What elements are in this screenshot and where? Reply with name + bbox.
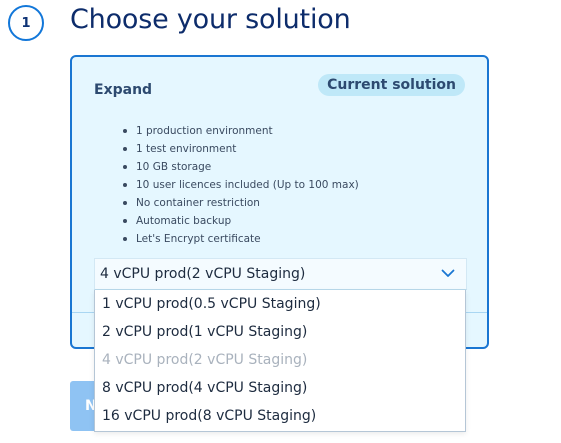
feature-item: Let's Encrypt certificate xyxy=(122,230,359,248)
vcpu-options-dropdown: 1 vCPU prod(0.5 vCPU Staging) 2 vCPU pro… xyxy=(94,290,466,432)
feature-item: No container restriction xyxy=(122,194,359,212)
plan-name: Expand xyxy=(94,82,153,98)
chevron-down-icon[interactable] xyxy=(440,265,456,281)
current-solution-badge: Current solution xyxy=(318,74,465,96)
vcpu-select[interactable]: 4 vCPU prod(2 vCPU Staging) xyxy=(94,258,467,290)
vcpu-option[interactable]: 2 vCPU prod(1 vCPU Staging) xyxy=(102,324,308,340)
feature-list: 1 production environment 1 test environm… xyxy=(122,122,359,248)
vcpu-option-disabled: 4 vCPU prod(2 vCPU Staging) xyxy=(102,352,308,368)
step-number: 1 xyxy=(21,15,31,31)
vcpu-option[interactable]: 8 vCPU prod(4 vCPU Staging) xyxy=(102,380,308,396)
page-title: Choose your solution xyxy=(70,4,351,35)
feature-item: 10 user licences included (Up to 100 max… xyxy=(122,176,359,194)
feature-item: 10 GB storage xyxy=(122,158,359,176)
vcpu-option[interactable]: 1 vCPU prod(0.5 vCPU Staging) xyxy=(102,296,321,312)
vcpu-select-value: 4 vCPU prod(2 vCPU Staging) xyxy=(100,266,306,282)
step-number-circle: 1 xyxy=(8,5,44,41)
vcpu-option[interactable]: 16 vCPU prod(8 vCPU Staging) xyxy=(102,408,317,424)
feature-item: 1 test environment xyxy=(122,140,359,158)
feature-item: 1 production environment xyxy=(122,122,359,140)
feature-item: Automatic backup xyxy=(122,212,359,230)
